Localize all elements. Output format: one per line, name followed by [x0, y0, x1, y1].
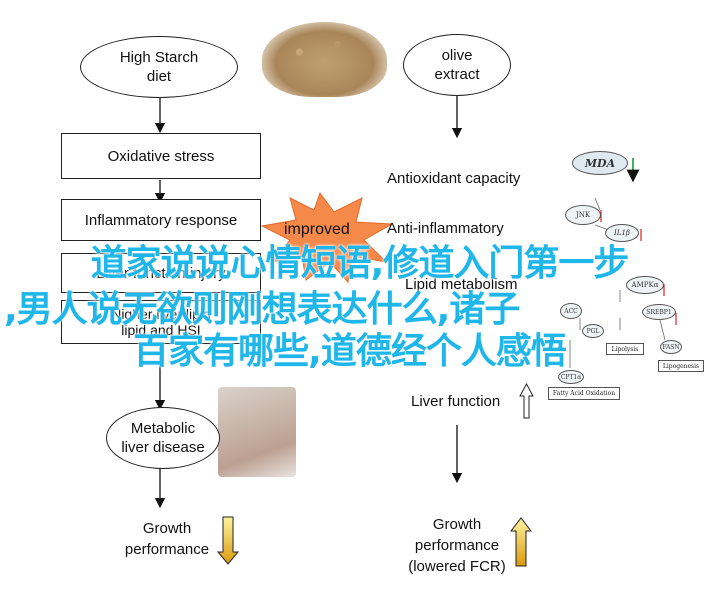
liver-injury-box: Liver function injury	[61, 253, 261, 293]
lipogenesis-box: Lipogenesis	[658, 360, 704, 372]
mda-node: MDA	[572, 151, 628, 175]
growth-up-arrow	[509, 517, 533, 567]
left-growth-label: Growth performance	[124, 520, 210, 558]
cpt-label: CPT1α	[560, 373, 582, 381]
liver-function-label: Liver function	[411, 393, 501, 410]
antioxidant-capacity-label: Antioxidant capacity	[387, 170, 521, 187]
jnk-label: JNK	[575, 211, 591, 219]
growth-down-arrow	[216, 516, 240, 565]
mda-label: MDA	[584, 156, 616, 170]
starch-grains-image	[262, 22, 387, 97]
liver-image	[218, 387, 296, 477]
liver-lipid-box: Nigher liver lipid lipid and HSI	[61, 300, 261, 344]
overlay-text-line-1: 道家说说心情短语,修道入门第一步	[90, 243, 630, 284]
liver-lipid-label: Nigher liver lipid lipid and HSI	[111, 306, 211, 338]
overlay-text-line-3: 百家有哪些,道德经个人感悟	[133, 331, 567, 372]
right-growth-label: Growth performance (lowered FCR)	[408, 516, 506, 575]
srebp-node: SREBP1	[642, 304, 676, 320]
il1b-label: IL1β	[614, 229, 630, 237]
metabolic-liver-disease-label: Metabolic liver disease	[121, 420, 205, 456]
lipid-metabolism-label: Lipid metabolism	[405, 276, 518, 293]
olive-extract-label: olive extract	[434, 47, 480, 83]
inflammatory-response-box: Inflammatory response	[61, 199, 261, 241]
acc-label: ACC	[564, 307, 578, 315]
ampk-node: AMPKα	[626, 276, 664, 294]
olive-extract-node: olive extract	[403, 34, 511, 96]
overlay-text-line-2: ,男人说无欲则刚想表达什么,诸子	[4, 289, 520, 330]
oxidative-stress-label: Oxidative stress	[107, 147, 215, 165]
red-up-arrows	[600, 210, 677, 325]
lipolysis-label: Lipolysis	[611, 345, 639, 353]
high-starch-diet-node: High Starch diet	[80, 36, 238, 98]
fatty-acid-oxidation-label: Fatty Acid Oxidation	[552, 390, 616, 397]
lipogenesis-label: Lipogenesis	[662, 362, 700, 370]
lipolysis-box: Lipolysis	[606, 343, 644, 355]
liver-up-outline-arrow	[519, 382, 534, 419]
pgl-label: PGL	[586, 327, 600, 335]
liver-injury-label: Liver function injury	[96, 264, 226, 282]
ampk-label: AMPKα	[631, 281, 659, 289]
fatty-acid-oxidation-box: Fatty Acid Oxidation	[548, 387, 620, 400]
il1b-node: IL1β	[605, 224, 639, 242]
oxidative-stress-box: Oxidative stress	[61, 133, 261, 179]
improved-burst	[260, 191, 394, 284]
inflammatory-response-label: Inflammatory response	[84, 211, 238, 229]
jnk-node: JNK	[565, 205, 601, 225]
cpt-node: CPT1α	[558, 370, 584, 384]
anti-inflammatory-label: Anti-inflammatory	[387, 220, 504, 237]
fasn-node: FASN	[660, 340, 682, 354]
high-starch-diet-label: High Starch diet	[119, 49, 199, 85]
acc-node: ACC	[560, 303, 582, 319]
srebp-label: SREBP1	[646, 308, 672, 316]
improved-label: improved	[284, 221, 350, 238]
pgl-node: PGL	[582, 324, 604, 338]
fasn-label: FASN	[662, 343, 680, 351]
metabolic-liver-disease-node: Metabolic liver disease	[106, 407, 220, 469]
